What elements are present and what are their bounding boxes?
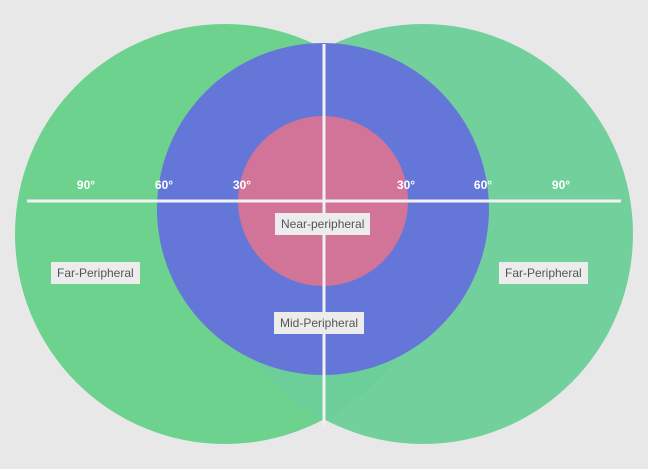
near-peripheral-label: Near-peripheral [275,213,371,235]
degree-label-left-60: 60° [154,178,174,192]
mid-peripheral-label: Mid-Peripheral [274,312,365,334]
degree-label-right-30: 30° [396,178,416,192]
degree-label-left-30: 30° [232,178,252,192]
far-peripheral-right-label: Far-Peripheral [499,262,588,284]
degree-label-right-60: 60° [473,178,493,192]
far-peripheral-left-label: Far-Peripheral [51,262,140,284]
degree-label-left-90: 90° [76,178,96,192]
degree-label-right-90: 90° [551,178,571,192]
